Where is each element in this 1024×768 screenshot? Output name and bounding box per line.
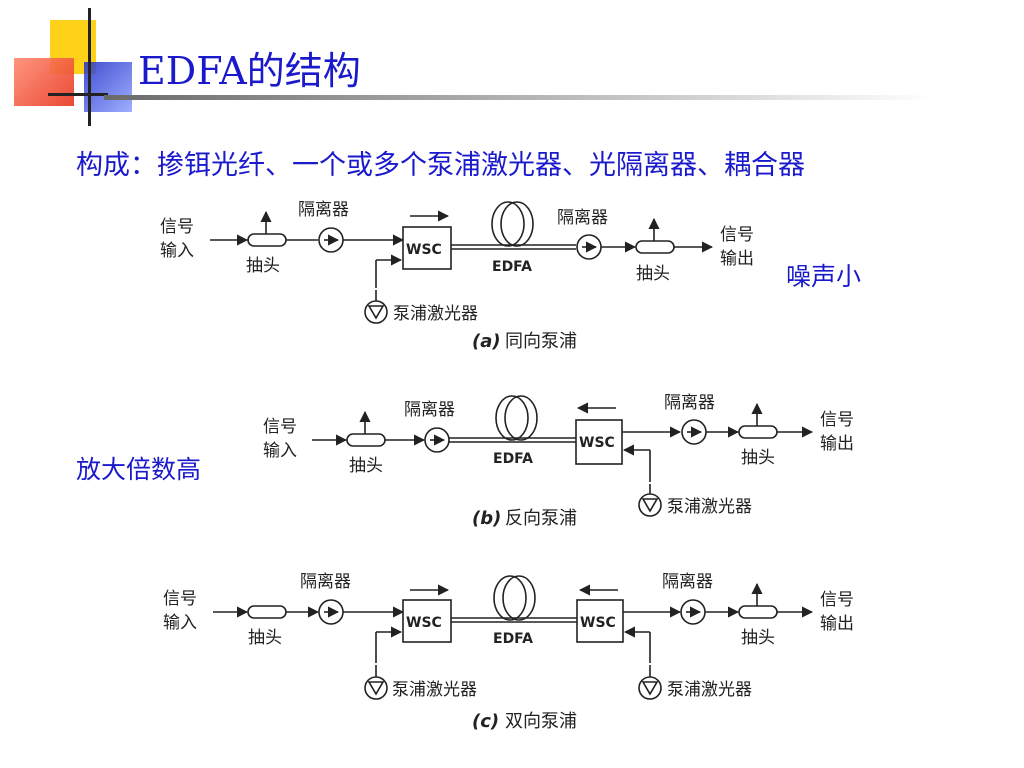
b-pump-laser-label: 泵浦激光器 <box>667 497 752 517</box>
c-caption-letter: (c) <box>472 711 499 732</box>
c-pump-laser-1-symbol <box>367 681 385 696</box>
a-tap-1-label: 抽头 <box>246 256 280 276</box>
b-tap-2-label: 抽头 <box>741 448 775 468</box>
diagram-a-forward-pumping: 信号 输入 抽头 隔离器 WSC 泵浦激光器 EDFA <box>160 200 754 352</box>
c-signal-input-label-1: 信号 <box>163 589 197 609</box>
c-pump-laser-1-label: 泵浦激光器 <box>392 680 477 700</box>
b-signal-input-label-1: 信号 <box>263 417 297 437</box>
c-signal-output-label-2: 输出 <box>820 614 854 634</box>
c-pump-laser-1 <box>364 676 388 700</box>
c-edfa-label: EDFA <box>493 631 533 647</box>
a-tap-2 <box>635 240 675 254</box>
c-pump-laser-2 <box>638 676 662 700</box>
a-tap-2-label: 抽头 <box>636 264 670 284</box>
a-pump-laser <box>364 300 388 324</box>
deco-horizontal-line <box>48 93 108 96</box>
a-tap-1 <box>247 233 287 247</box>
a-isolator-1-label: 隔离器 <box>298 200 349 220</box>
c-isolator-2-label: 隔离器 <box>662 572 713 592</box>
b-caption-letter: (b) <box>472 508 501 529</box>
a-wsc <box>402 226 452 270</box>
c-tap-2 <box>738 605 778 619</box>
c-tap-1 <box>247 605 287 619</box>
c-signal-input-label-2: 输入 <box>163 613 197 633</box>
b-wsc-label: WSC <box>579 435 615 451</box>
b-isolator-1 <box>424 427 450 453</box>
b-pump-laser-symbol <box>641 498 659 513</box>
a-signal-output-label-1: 信号 <box>720 225 754 245</box>
b-tap-1-label: 抽头 <box>349 456 383 476</box>
c-wsc-1-label: WSC <box>406 615 442 631</box>
c-wsc-1 <box>402 599 452 643</box>
diagram-c-bidirectional-pumping: 信号 输入 抽头 隔离器 WSC 泵浦激光器 EDFA WSC <box>163 572 854 732</box>
b-edfa-label: EDFA <box>493 451 533 467</box>
c-isolator-1-label: 隔离器 <box>300 572 351 592</box>
a-caption-letter: (a) <box>472 331 501 352</box>
c-wsc-2-label: WSC <box>580 615 616 631</box>
note-low-noise: 噪声小 <box>786 262 862 291</box>
c-edf-coil-2 <box>502 575 536 621</box>
c-caption-text: 双向泵浦 <box>505 711 577 732</box>
a-wsc-label: WSC <box>406 242 442 258</box>
b-edf-coil-2 <box>504 395 538 441</box>
a-edfa-label: EDFA <box>492 259 532 275</box>
a-signal-input-label-2: 输入 <box>160 241 194 261</box>
slide-title: EDFA的结构 <box>138 49 361 93</box>
a-isolator-2-label: 隔离器 <box>557 208 608 228</box>
c-edf-coil-1 <box>493 575 527 621</box>
c-pump-laser-2-symbol <box>641 681 659 696</box>
b-caption-text: 反向泵浦 <box>505 508 577 529</box>
deco-blue-square <box>84 62 132 112</box>
note-high-gain: 放大倍数高 <box>76 455 202 484</box>
a-pump-laser-symbol <box>367 305 385 320</box>
slide-subtitle: 构成：掺铒光纤、一个或多个泵浦激光器、光隔离器、耦合器 <box>76 150 805 181</box>
a-signal-input-label-1: 信号 <box>160 217 194 237</box>
a-edf-coil-2 <box>500 201 534 247</box>
a-caption-text: 同向泵浦 <box>505 331 577 352</box>
deco-red-square <box>14 58 74 106</box>
deco-vertical-line <box>88 8 91 126</box>
a-pump-laser-label: 泵浦激光器 <box>393 304 478 324</box>
b-tap-2 <box>738 425 778 439</box>
b-signal-output-label-2: 输出 <box>820 434 854 454</box>
b-wsc <box>575 419 623 465</box>
b-isolator-1-label: 隔离器 <box>404 400 455 420</box>
b-tap-1 <box>346 433 386 447</box>
b-signal-output-label-1: 信号 <box>820 410 854 430</box>
c-tap-1-label: 抽头 <box>248 628 282 648</box>
c-pump-laser-2-label: 泵浦激光器 <box>667 680 752 700</box>
a-signal-output-label-2: 输出 <box>720 249 754 269</box>
a-edf-coil-1 <box>491 201 525 247</box>
diagram-b-backward-pumping: 信号 输入 抽头 隔离器 EDFA WSC 泵浦激光器 <box>263 393 854 529</box>
b-signal-input-label-2: 输入 <box>263 441 297 461</box>
title-underline <box>104 95 934 100</box>
b-edf-coil-1 <box>495 395 529 441</box>
b-isolator-2-label: 隔离器 <box>664 393 715 413</box>
c-wsc-2 <box>576 599 624 643</box>
b-pump-laser <box>638 493 662 517</box>
c-signal-output-label-1: 信号 <box>820 590 854 610</box>
c-tap-2-label: 抽头 <box>741 628 775 648</box>
